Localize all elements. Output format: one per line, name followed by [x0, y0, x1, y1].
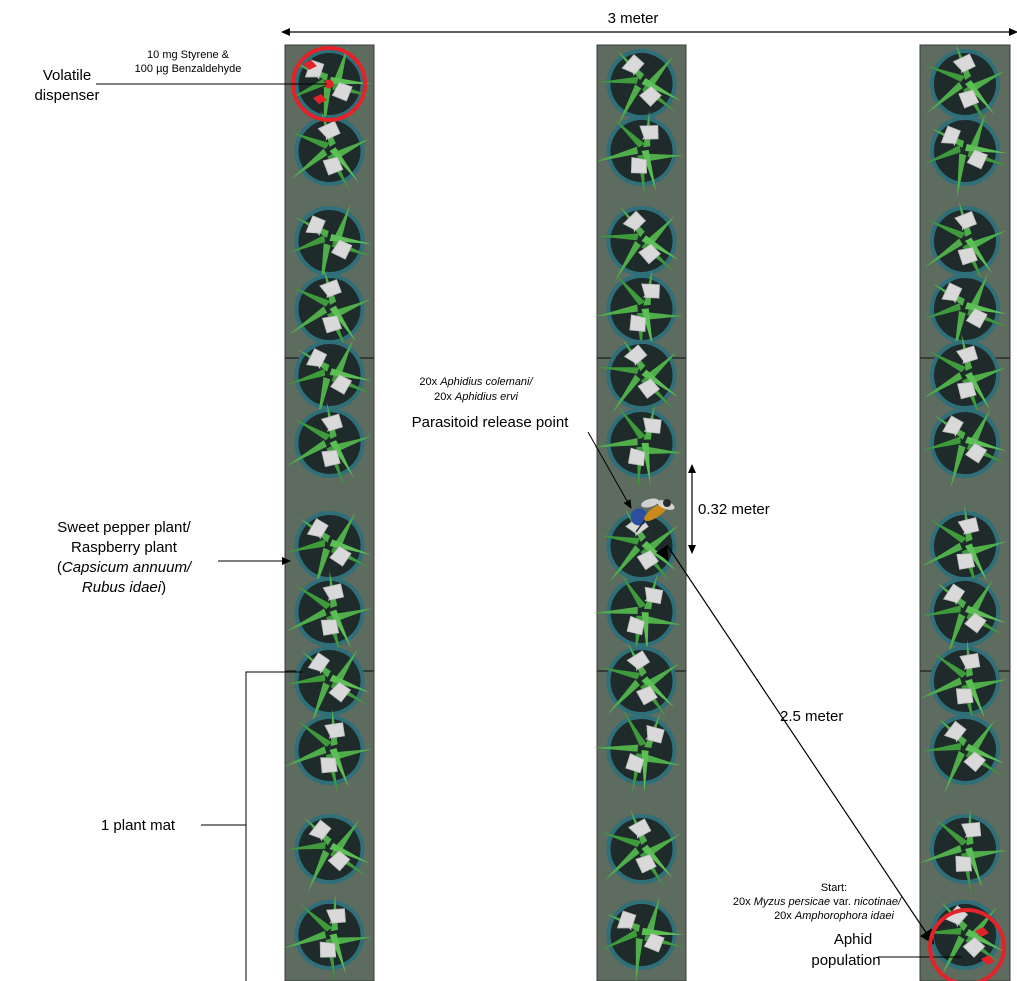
aphid-icon	[981, 955, 995, 965]
aphid-icon	[975, 927, 989, 937]
plant-label-line3: (Capsicum annuum/	[57, 559, 193, 576]
width-label: 3 meter	[608, 10, 659, 27]
spacing-label: 0.32 meter	[698, 501, 770, 518]
plant-spacing-dimension: 0.32 meter	[688, 464, 770, 554]
distance-dimension: 2.5 meter	[656, 544, 935, 945]
parasitoid-species-line1: 20x Aphidius colemani/	[419, 376, 533, 388]
wasp-icon	[635, 498, 675, 537]
aphid-start-label: Start:	[821, 882, 847, 894]
mat-label: 1 plant mat	[101, 817, 176, 834]
parasitoid-release: 20x Aphidius colemani/ 20x Aphidius ervi…	[412, 376, 675, 537]
plant-label-line4: Rubus idaei)	[82, 579, 166, 596]
parasitoid-species-line2: 20x Aphidius ervi	[434, 391, 518, 403]
aphid-icon	[303, 60, 317, 70]
parasitoid-leader-arrow	[587, 431, 632, 509]
mat-bracket-line	[245, 671, 302, 981]
plant-label-line1: Sweet pepper plant/	[57, 519, 191, 536]
aphid-icon	[313, 94, 327, 104]
plant-mat-bracket: 1 plant mat	[101, 671, 302, 981]
aphid-species-line1: 20x Myzus persicae var. nicotinae/	[733, 896, 902, 908]
width-dimension: 3 meter	[281, 10, 1017, 36]
parasitoid-release-label: Parasitoid release point	[412, 414, 570, 431]
aphid-species-line2: 20x Amphorophora idaei	[774, 910, 894, 922]
plant-label-group: Sweet pepper plant/ Raspberry plant (Cap…	[57, 519, 291, 596]
dispenser-dot	[324, 79, 334, 89]
dispenser-dose-line2: 100 µg Benzaldehyde	[135, 63, 242, 75]
aphid-label-line2: population	[811, 952, 880, 969]
distance-label: 2.5 meter	[780, 708, 843, 725]
distance-arrow-start-head	[656, 545, 669, 561]
dispenser-label-line1: Volatile	[43, 67, 91, 84]
dispenser-dose-line1: 10 mg Styrene &	[147, 49, 230, 61]
aphid-ring	[928, 908, 1006, 981]
plant-label-line2: Raspberry plant	[71, 539, 178, 556]
distance-arrow	[666, 544, 935, 945]
aphid-population: Start: 20x Myzus persicae var. nicotinae…	[733, 882, 1006, 981]
aphid-label-line1: Aphid	[834, 931, 872, 948]
dispenser-label-line2: dispenser	[34, 87, 99, 104]
volatile-dispenser: 10 mg Styrene & 100 µg Benzaldehyde Vola…	[34, 46, 367, 122]
